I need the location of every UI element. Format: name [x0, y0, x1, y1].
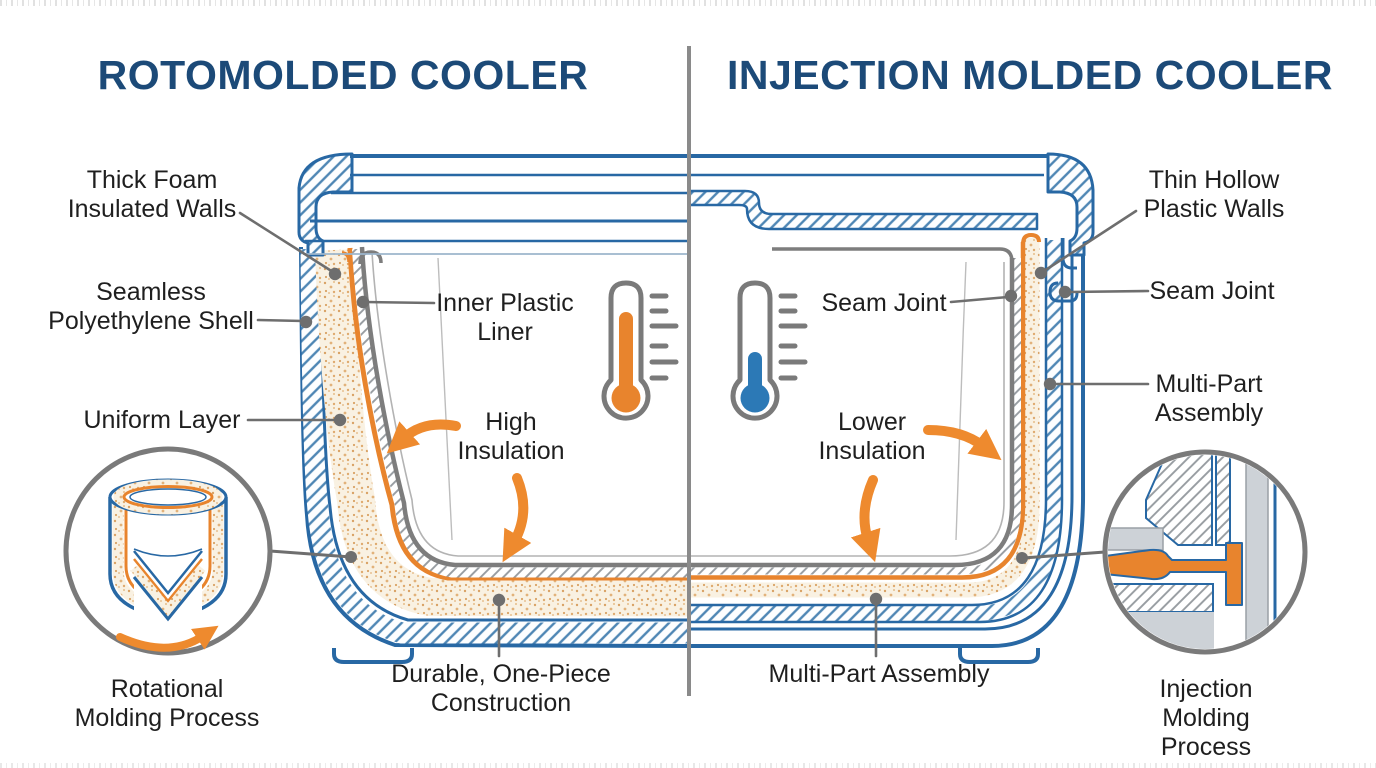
thick-foam-label: Thick Foam Insulated Walls [67, 166, 237, 223]
multi-part-assembly-label: Multi-Part Assembly [1154, 370, 1264, 427]
leader-seam-joint-outer [1058, 285, 1150, 299]
leader-inner-liner [356, 295, 436, 309]
leader-lines [238, 209, 1150, 658]
rotomolded-half [297, 152, 690, 664]
seamless-shell-label: Seamless Polyethylene Shell [48, 278, 254, 335]
leader-thin-hollow [1034, 209, 1138, 280]
leader-thick-foam [238, 211, 342, 281]
injection-molding-inset [1016, 449, 1308, 655]
right-title: INJECTION MOLDED COOLER [726, 52, 1334, 98]
rotation-arrow-icon [116, 625, 219, 652]
thermometer-hot-icon [601, 280, 679, 421]
lower-insulation-label: Lower Insulation [818, 408, 926, 465]
cooler-cross-section [297, 152, 1095, 664]
leader-durable [492, 593, 506, 658]
leader-seamless-shell [256, 315, 313, 329]
injection-molding-caption: Injection Molding Process [1159, 675, 1253, 761]
thermometer-cold-icon [730, 280, 808, 421]
seam-joint-outer-label: Seam Joint [1149, 277, 1275, 305]
uniform-layer-label: Uniform Layer [83, 406, 241, 434]
rotational-molding-caption: Rotational Molding Process [74, 675, 260, 732]
leader-dot [345, 551, 357, 563]
leader-seam-joint-inner [949, 289, 1018, 304]
leader-multi-part-bottom [869, 592, 883, 658]
left-title: ROTOMOLDED COOLER [97, 52, 589, 98]
high-insulation-label: High Insulation [457, 408, 565, 465]
durable-construction-label: Durable, One-Piece Construction [391, 660, 611, 717]
leader-dot [1016, 552, 1028, 564]
inner-liner-label: Inner Plastic Liner [436, 289, 574, 346]
leader-multi-part [1043, 377, 1150, 391]
heat-flow-arrow-icon [386, 419, 1002, 563]
thin-hollow-label: Thin Hollow Plastic Walls [1143, 166, 1285, 223]
multi-part-bottom-label: Multi-Part Assembly [768, 660, 990, 688]
leader-uniform-layer [246, 413, 347, 427]
seam-joint-inner-label: Seam Joint [821, 289, 947, 317]
injection-molded-half [687, 152, 1095, 664]
rotational-molding-inset [63, 446, 357, 656]
